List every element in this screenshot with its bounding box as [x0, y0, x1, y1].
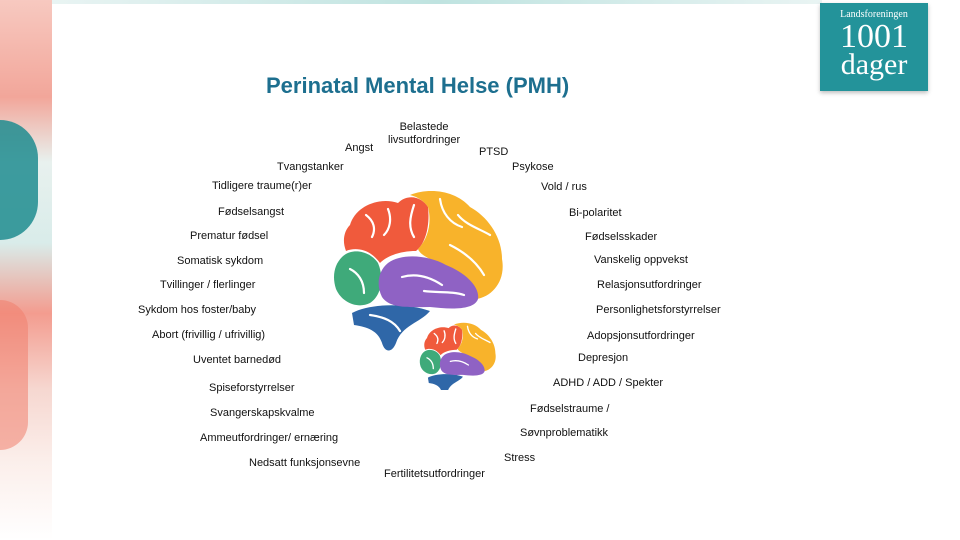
label-fertilitetsutfordringer: Fertilitetsutfordringer	[384, 468, 485, 480]
label-personlighetsforstyrrelser: Personlighetsforstyrrelser	[596, 304, 721, 316]
label-tvillinger: Tvillinger / flerlinger	[160, 279, 256, 291]
large-brain-icon	[334, 191, 503, 351]
logo-org-name: Landsforeningen	[840, 9, 908, 20]
brain-lobe-green	[334, 251, 382, 306]
brain-lobe-blue	[352, 305, 430, 351]
label-sykdom-foster: Sykdom hos foster/baby	[138, 304, 257, 316]
label-vanskelig-oppvekst: Vanskelig oppvekst	[594, 254, 688, 266]
label-somatisk-sykdom: Somatisk sykdom	[177, 255, 264, 267]
logo-word: dager	[840, 48, 908, 81]
label-sovnproblematikk: Søvnproblematikk	[520, 427, 609, 439]
brain-lobe-yellow	[410, 191, 503, 299]
label-depresjon: Depresjon	[578, 352, 629, 364]
label-adopsjonsutfordringer: Adopsjonsutfordringer	[587, 330, 695, 342]
left-wave-teal	[0, 120, 38, 240]
label-ammeutfordringer: Ammeutfordringer/ ernæring	[200, 432, 339, 444]
label-angst: Angst	[345, 142, 374, 154]
label-svangerskapskvalme: Svangerskapskvalme	[210, 407, 315, 419]
label-fodselsskader: Fødselsskader	[585, 231, 658, 243]
label-belastede-livsutfordringer: Belastede livsutfordringer	[388, 121, 460, 147]
small-brain-icon	[419, 322, 496, 390]
logo-1001-dager: Landsforeningen 1001 dager	[820, 3, 928, 91]
label-spiseforstyrrelser: Spiseforstyrrelser	[209, 382, 295, 394]
logo-number: 1001	[840, 18, 908, 55]
label-psykose: Psykose	[512, 161, 554, 173]
label-ptsd: PTSD	[479, 146, 509, 158]
label-stress: Stress	[504, 452, 536, 464]
label-nedsatt-funksjonsevne: Nedsatt funksjonsevne	[249, 457, 361, 469]
brain-lobe-purple	[378, 256, 479, 309]
label-adhd: ADHD / ADD / Spekter	[553, 377, 664, 389]
label-abort: Abort (frivillig / ufrivillig)	[152, 329, 266, 341]
label-prematur-fodsel: Prematur fødsel	[190, 230, 269, 242]
label-tvangstanker: Tvangstanker	[277, 161, 344, 173]
left-wave-coral	[0, 300, 28, 450]
brain-illustration	[334, 191, 503, 390]
page-title: Perinatal Mental Helse (PMH)	[266, 73, 570, 98]
brain-lobe-red	[343, 197, 429, 263]
label-relasjonsutfordringer: Relasjonsutfordringer	[597, 279, 702, 291]
label-tidligere-traume: Tidligere traume(r)er	[212, 180, 312, 192]
label-vold-rus: Vold / rus	[541, 181, 587, 193]
top-decorative-strip	[52, 0, 822, 4]
label-fodselstraume: Fødselstraume /	[530, 403, 610, 415]
label-bipolaritet: Bi-polaritet	[569, 207, 622, 219]
label-belastede-line1: Belastede	[399, 121, 449, 133]
label-fodselsangst: Fødselsangst	[218, 206, 285, 218]
left-decorative-edge	[0, 0, 52, 540]
label-uventet-barnedod: Uventet barnedød	[193, 354, 282, 366]
label-belastede-line2: livsutfordringer	[388, 134, 461, 146]
